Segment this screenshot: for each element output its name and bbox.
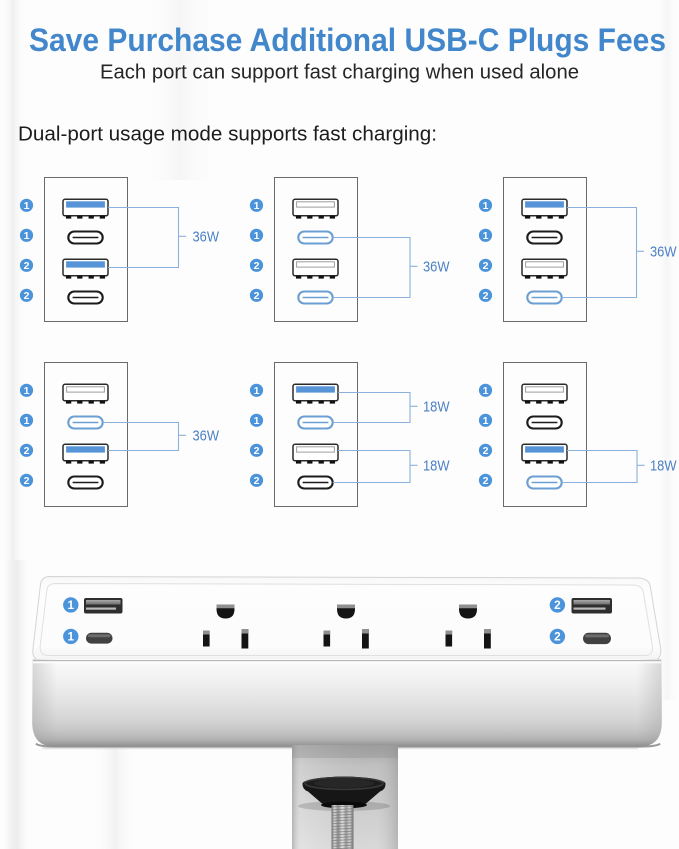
- svg-text:36W: 36W: [193, 229, 220, 246]
- svg-text:1: 1: [483, 200, 489, 212]
- svg-text:2: 2: [254, 445, 260, 457]
- svg-text:2: 2: [483, 260, 489, 272]
- svg-text:2: 2: [24, 475, 30, 487]
- svg-text:1: 1: [483, 230, 489, 242]
- svg-text:18W: 18W: [423, 458, 450, 475]
- svg-text:1: 1: [254, 415, 260, 427]
- svg-text:2: 2: [483, 475, 489, 487]
- svg-text:1: 1: [24, 200, 30, 212]
- svg-text:1: 1: [254, 200, 260, 212]
- svg-text:2: 2: [483, 445, 489, 457]
- svg-text:18W: 18W: [423, 399, 450, 416]
- svg-text:36W: 36W: [193, 428, 220, 445]
- svg-text:36W: 36W: [650, 244, 677, 261]
- svg-text:Each port can support fast cha: Each port can support fast charging when…: [100, 62, 579, 84]
- svg-text:1: 1: [68, 598, 75, 612]
- svg-text:2: 2: [554, 630, 561, 644]
- svg-text:1: 1: [483, 415, 489, 427]
- svg-text:1: 1: [254, 385, 260, 397]
- svg-text:1: 1: [68, 630, 75, 644]
- svg-text:36W: 36W: [423, 259, 450, 276]
- svg-text:2: 2: [24, 445, 30, 457]
- svg-text:Dual-port usage mode supports: Dual-port usage mode supports fast charg…: [18, 124, 437, 146]
- svg-text:1: 1: [483, 385, 489, 397]
- svg-text:1: 1: [24, 415, 30, 427]
- svg-text:2: 2: [554, 598, 561, 612]
- svg-text:1: 1: [24, 385, 30, 397]
- svg-text:1: 1: [254, 230, 260, 242]
- svg-text:18W: 18W: [650, 458, 677, 475]
- svg-text:2: 2: [254, 290, 260, 302]
- svg-text:1: 1: [24, 230, 30, 242]
- svg-text:Save Purchase Additional USB-C: Save Purchase Additional USB-C Plugs Fee…: [29, 22, 666, 58]
- svg-text:2: 2: [254, 260, 260, 272]
- svg-text:2: 2: [24, 260, 30, 272]
- svg-text:2: 2: [254, 475, 260, 487]
- svg-text:2: 2: [24, 290, 30, 302]
- svg-text:2: 2: [483, 290, 489, 302]
